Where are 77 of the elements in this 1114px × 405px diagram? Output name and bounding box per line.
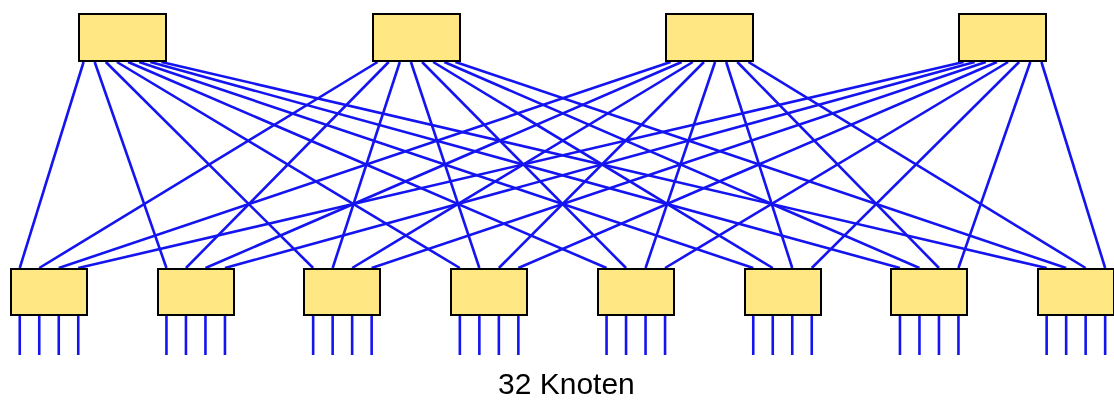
switch-box xyxy=(596,268,675,316)
switch-box xyxy=(743,268,822,316)
link-stub xyxy=(918,316,921,355)
link-line xyxy=(443,60,920,270)
link-stub xyxy=(605,316,608,355)
link-stub xyxy=(478,316,481,355)
switch-box xyxy=(78,13,167,62)
link-stub xyxy=(223,316,227,355)
link-stub xyxy=(57,316,61,355)
link-line xyxy=(18,61,85,269)
link-line xyxy=(736,61,940,269)
link-line xyxy=(38,60,379,270)
link-stub xyxy=(517,316,520,355)
link-line xyxy=(104,61,315,269)
link-line xyxy=(185,61,390,269)
link-line xyxy=(517,60,998,270)
switch-box xyxy=(890,268,969,316)
link-stub xyxy=(771,316,775,355)
switch-box xyxy=(958,13,1047,62)
link-line xyxy=(421,61,627,269)
link-stub xyxy=(957,316,960,355)
link-stub xyxy=(37,316,41,355)
link-stub xyxy=(311,316,315,355)
link-stub xyxy=(204,316,207,355)
link-stub xyxy=(937,316,941,355)
link-line xyxy=(497,61,705,269)
link-line xyxy=(409,61,481,269)
link-line xyxy=(664,60,1009,270)
caption-text: 32 Knoten xyxy=(498,367,635,401)
link-line xyxy=(455,60,1067,270)
link-stub xyxy=(644,316,647,355)
link-line xyxy=(957,61,1032,269)
switch-box xyxy=(303,268,382,316)
link-line xyxy=(224,60,976,270)
link-stub xyxy=(18,316,22,355)
link-stub xyxy=(76,316,80,355)
switch-box xyxy=(372,13,461,62)
link-stub xyxy=(331,316,334,355)
switch-box xyxy=(1036,268,1114,316)
link-line xyxy=(58,60,671,270)
link-stub xyxy=(1045,316,1048,355)
link-line xyxy=(149,60,901,270)
link-line xyxy=(1040,61,1107,269)
link-line xyxy=(116,60,461,270)
link-stub xyxy=(898,316,902,355)
switch-box xyxy=(10,268,88,316)
link-line xyxy=(77,60,964,270)
link-stub xyxy=(458,316,462,355)
link-stub xyxy=(663,316,667,355)
link-stub xyxy=(165,316,168,355)
link-stub xyxy=(370,316,373,355)
link-line xyxy=(432,60,774,270)
link-line xyxy=(161,60,1047,270)
link-stub xyxy=(497,316,501,355)
link-stub xyxy=(350,316,354,355)
link-line xyxy=(351,60,694,270)
switch-box xyxy=(665,13,754,62)
link-stub xyxy=(1084,316,1087,355)
link-stub xyxy=(624,316,628,355)
link-stub xyxy=(184,316,188,355)
link-line xyxy=(810,61,1021,269)
link-stub xyxy=(1103,316,1107,355)
link-line xyxy=(371,60,987,270)
link-line xyxy=(331,61,402,269)
link-line xyxy=(93,61,168,269)
switch-box xyxy=(450,268,529,316)
link-line xyxy=(204,60,683,270)
link-stub xyxy=(790,316,794,355)
switch-box xyxy=(156,268,235,316)
link-stub xyxy=(751,316,755,355)
link-stub xyxy=(810,316,814,355)
link-line xyxy=(127,60,608,270)
link-stub xyxy=(1064,316,1068,355)
link-line xyxy=(724,61,794,269)
link-line xyxy=(747,60,1087,270)
link-line xyxy=(644,61,717,269)
link-line xyxy=(138,60,754,270)
